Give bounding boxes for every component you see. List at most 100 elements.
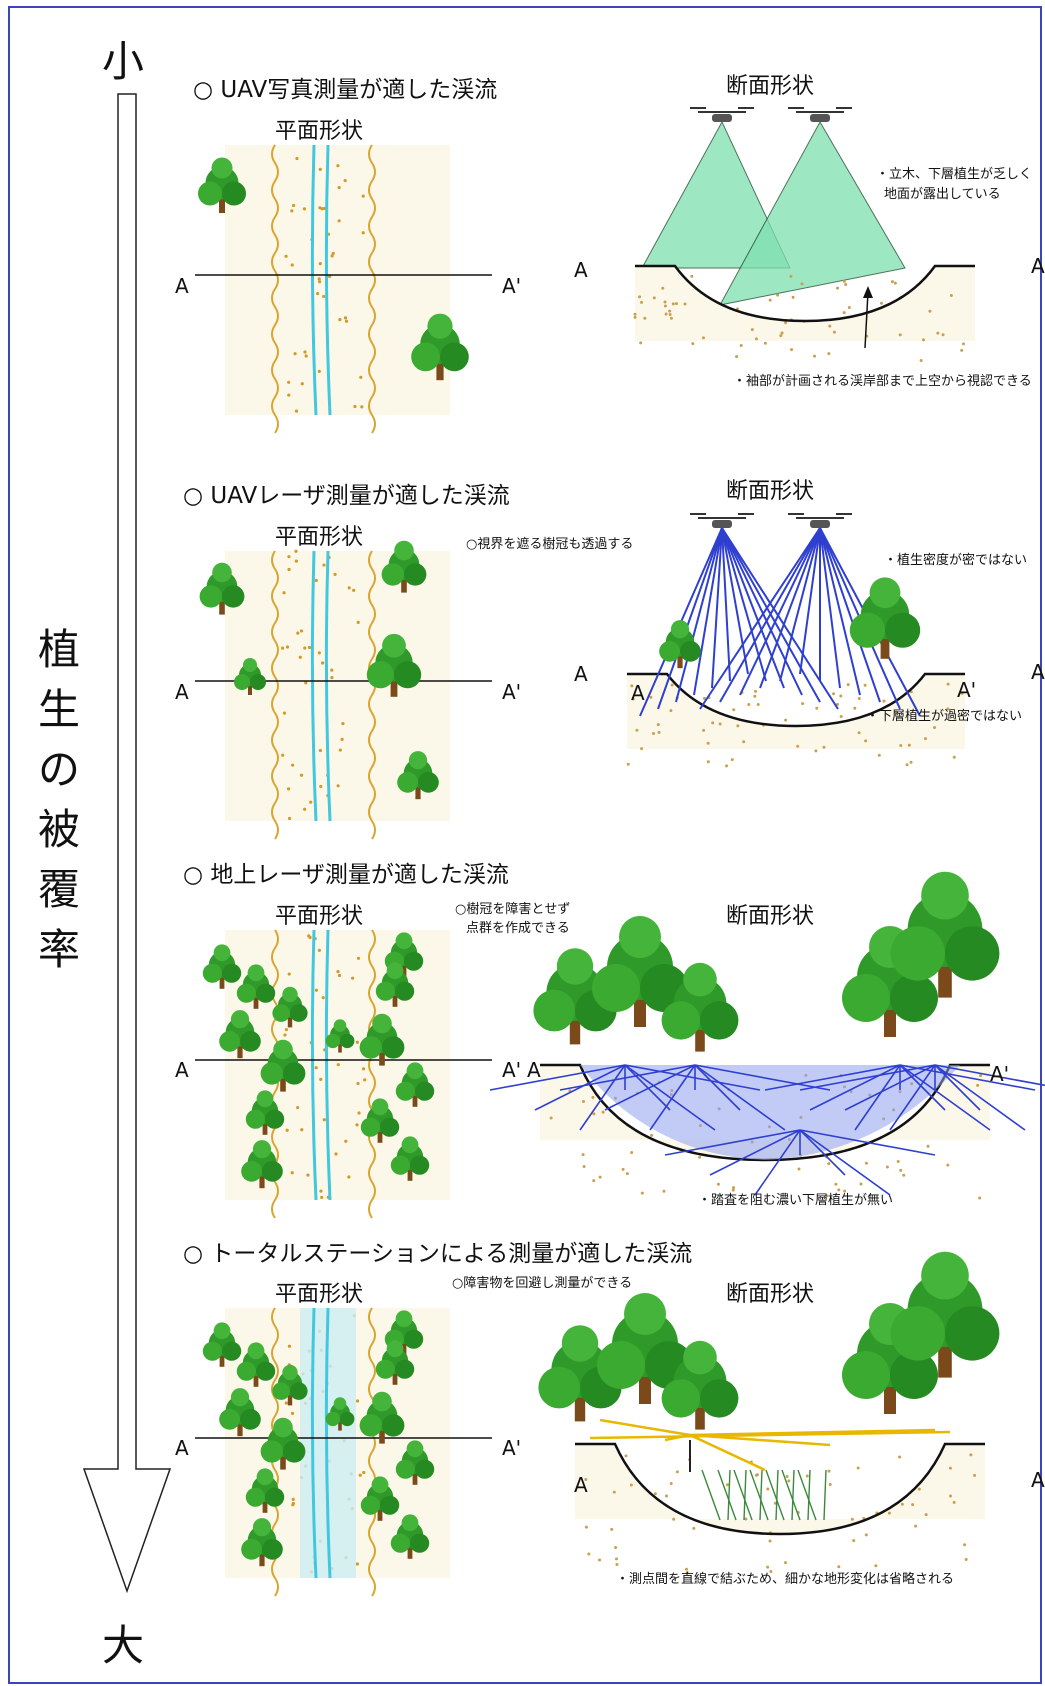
panel-3-laser-ray [579,1064,626,1131]
panel-3-plan-tree-crown-r [256,983,276,1003]
panel-3-section-dot [885,1165,889,1169]
panel-1-sediment-dot [318,262,322,266]
panel-3-section-dot [581,1153,585,1157]
panel-4-section-dot [856,1466,860,1470]
panel-1-plan-tree-crown-top [427,313,453,339]
panel-2-section-dot [753,689,757,693]
panel-4-sediment-dot [287,1344,292,1348]
panel-3-sediment-dot [296,1105,300,1110]
panel-1-plan-tree-crown-l [411,342,440,372]
panel-3-plan-tree [272,986,308,1028]
panel-3-section-tree-crown-r [945,926,1000,981]
panel-3-laser-ray [799,1129,936,1156]
panel-3-section-dot [979,1074,983,1078]
panel-3-plan-tree-trunk [392,990,398,1007]
panel-3-plan-tree [245,1090,285,1135]
panel-4-plan-tree [375,1340,415,1385]
panel-3-section-tree-crown-r [700,1001,739,1040]
panel-1-section-dot [739,343,743,347]
panel-4-section-dot [787,1479,791,1483]
panel-2-sediment-dot [321,661,325,665]
panel-1-section-dot [919,359,923,363]
panel-4-section-dot [917,1487,921,1491]
panel-1-sediment-dot [344,319,349,323]
panel-3-sediment-dot [314,988,319,992]
panel-3-section-dot [926,1144,930,1148]
panel-2-section-dot [736,724,740,728]
panel-2-sediment-dot [286,787,291,791]
panel-4-section-dot [973,1473,977,1477]
panel-2-section-dot [933,726,937,730]
panel-2-laser-ray [711,527,723,689]
panel-3-laser-ray [934,1064,1026,1131]
panel-2-section-a-outer-right: A [1031,660,1045,684]
panel-4-grass-blade [727,1469,731,1521]
panel-3-section-tree-trunk [569,1008,581,1045]
panel-2-plan-tree-crown-l [199,585,222,608]
panel-2-section-tree [849,577,921,659]
panel-3-plan-tree-trunk [259,1170,265,1189]
panel-2-plan-tree-crown-r [418,771,439,793]
panel-4-section-dot [769,1570,773,1574]
panel-4-grass-blade [823,1469,827,1521]
panel-2-laser-ray [779,527,821,682]
panel-3-plan-tree-trunk [401,960,407,977]
panel-2-plan-tree-crown-l [397,771,418,793]
panel-4-plan-tree [202,1322,242,1367]
panel-3-plan-tree [390,1136,430,1181]
panel-1-sediment-dot [316,291,320,296]
panel-1-section-dot [791,295,795,299]
panel-4-plan-tree-trunk [287,1390,293,1406]
panel-3-plan-tree-crown-l [245,1109,265,1129]
panel-3-section-dot [650,1133,654,1137]
panel-4-plan-tree-crown-l [359,1414,382,1437]
panel-4-plan-tree-trunk [412,1468,418,1485]
panel-4-section-tree-crown-l [842,1351,890,1399]
panel-2-laser-ray [721,527,785,689]
panel-2-sediment-dot [340,737,344,741]
panel-4-section-dot [952,1500,956,1504]
panel-4-plan-tree-trunk [338,1418,342,1431]
panel-3-plan-tree-crown-r [415,1081,435,1101]
panel-2-section-a-prime: A' [957,678,977,702]
panel-2-water-line [310,550,318,822]
panel-4-section-tree-crown-r [890,1351,938,1399]
panel-4-grass-blade [775,1469,779,1521]
panel-4-section-dot [615,1563,619,1567]
panel-3-plan-tree-trunk [412,1090,418,1107]
panel-4-plan-tree [359,1391,405,1444]
panel-4-section-dot [784,1561,788,1565]
panel-1-section-dot [936,331,940,335]
panel-3-plan-tree-crown-top [213,944,231,962]
panel-4-section-dot [684,1567,688,1571]
panel-3-section-dot [625,1172,629,1176]
panel-3-section-tree-crown-l [661,1001,700,1040]
panel-1-section-dot [827,352,831,356]
panel-1-sediment-dot [290,209,294,213]
panel-3-plan-tree-crown-r [380,1117,400,1137]
panel-4-section-dot [837,1565,841,1569]
panel-2-section-dot [801,702,805,706]
drone-body [810,520,830,528]
panel-4-plan-tree [260,1417,306,1470]
panel-3-section-dot [827,1162,831,1166]
panel-2-plan-tree-crown-top [408,751,428,770]
panel-4-plan-tree-crown-top [386,1340,404,1358]
panel-1-section-dot [789,274,793,278]
panel-4-section-tree-trunk [695,1396,705,1430]
panel-2-section-heading: 断面形状 [726,479,815,504]
panel-4-sediment-dot [291,1501,295,1506]
panel-3-plan-tree-crown-top [333,1019,347,1032]
panel-1-sediment-dot [330,254,334,258]
panel-2-section-dot [864,739,868,743]
panel-2-plan-tree-crown-r [250,674,266,690]
panel-2-section-tree-trunk [677,650,683,669]
panel-1-sediment-dot [290,263,294,267]
panel-3-laser-ray [649,1064,696,1131]
panel-3-sediment-dot [283,1033,287,1037]
panel-4-grass-blade [791,1469,795,1521]
panel-1-plan-tree-trunk [219,192,225,213]
panel-1-sediment-dot [361,194,365,198]
panel-3-laser-ray [844,1064,936,1111]
panel-4-section-dot [766,1487,770,1491]
